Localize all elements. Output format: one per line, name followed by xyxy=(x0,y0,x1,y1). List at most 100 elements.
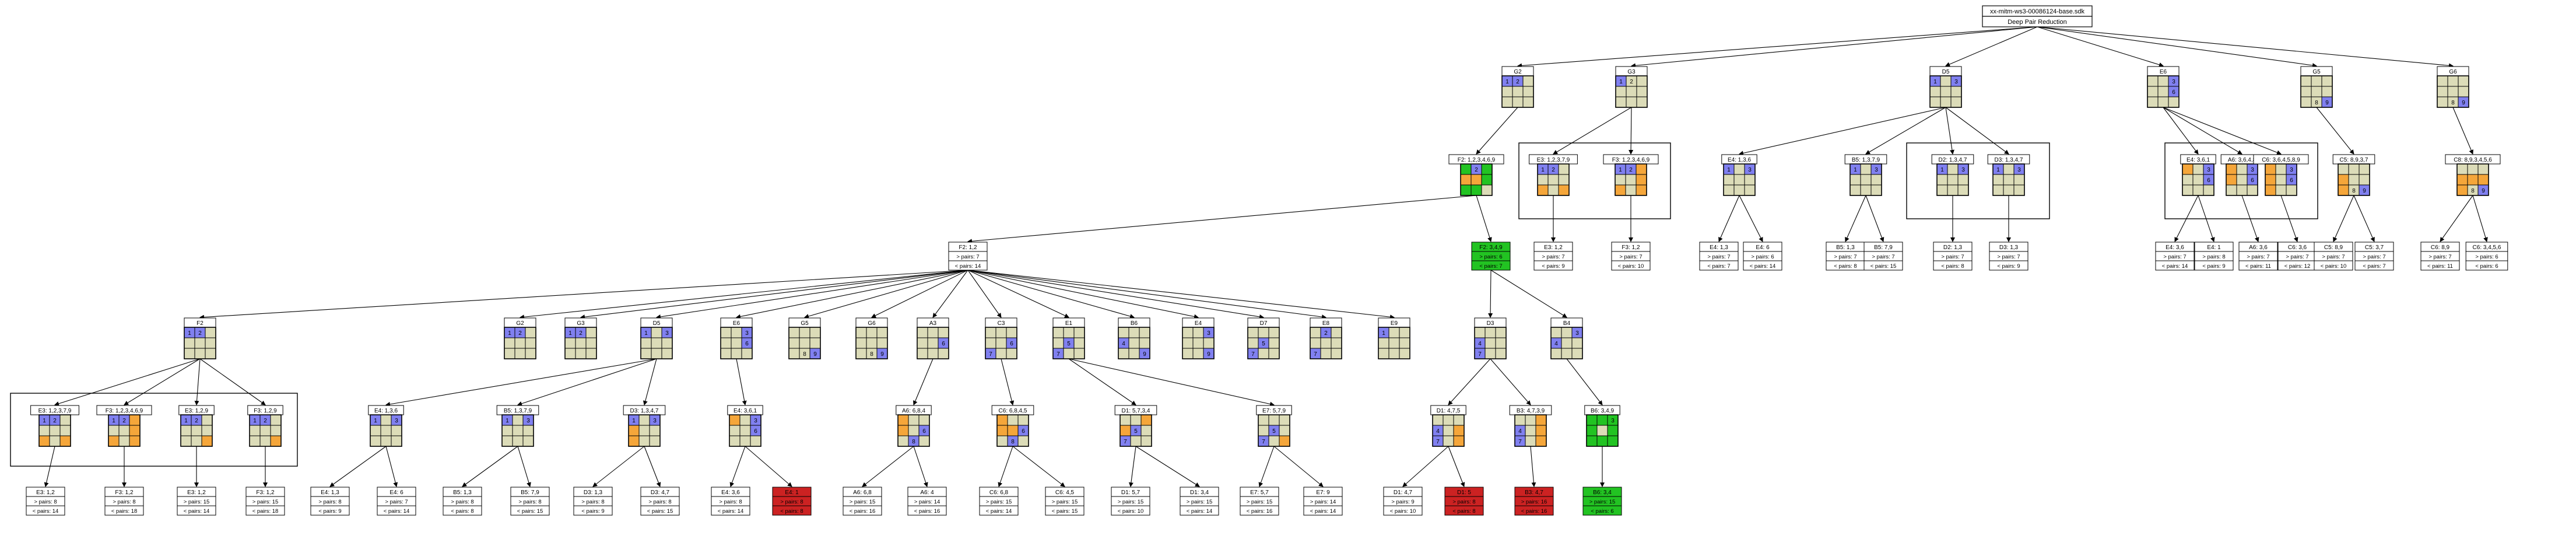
tree-node[interactable]: E4: 1> pairs: 8< pairs: 9 xyxy=(2194,242,2234,271)
tree-node[interactable]: E4: 1,3> pairs: 7< pairs: 7 xyxy=(1699,242,1739,271)
tree-node[interactable]: E3: 1,2> pairs: 7< pairs: 9 xyxy=(1533,242,1573,271)
stat-row: < pairs: 14 xyxy=(955,263,981,270)
tree-edge xyxy=(1476,195,1492,242)
tree-node[interactable]: B5: 1,3> pairs: 7< pairs: 8 xyxy=(1826,242,1865,271)
tree-node[interactable]: E4: 1> pairs: 8< pairs: 8 xyxy=(772,487,812,516)
tree-node[interactable]: F3: 1,2> pairs: 7< pairs: 10 xyxy=(1611,242,1651,271)
tree-node[interactable]: A6: 4> pairs: 14< pairs: 16 xyxy=(907,487,947,516)
tree-node[interactable]: C6: 3,6,4,5,8,936 xyxy=(2253,154,2309,196)
tree-node[interactable]: B6: 3,4> pairs: 15< pairs: 6 xyxy=(1582,487,1622,516)
tree-node[interactable]: B5: 7,9> pairs: 7< pairs: 15 xyxy=(1863,242,1903,271)
tree-node[interactable]: F3: 1,2> pairs: 15< pairs: 18 xyxy=(245,487,285,516)
tree-node[interactable]: B3: 4,7,3,947 xyxy=(1509,405,1552,447)
tree-node[interactable]: D1: 3,4> pairs: 15< pairs: 14 xyxy=(1180,487,1219,516)
tree-node[interactable]: D1: 4,7,547 xyxy=(1430,405,1466,447)
grid-cell xyxy=(1432,414,1444,426)
tree-node[interactable]: C6: 3,4,5,6> pairs: 6< pairs: 6 xyxy=(2465,242,2508,271)
tree-node[interactable]: E4: 6> pairs: 6< pairs: 14 xyxy=(1743,242,1782,271)
tree-node[interactable]: C6: 8,9> pairs: 7< pairs: 11 xyxy=(2420,242,2460,271)
tree-node[interactable]: E4: 1,3> pairs: 8< pairs: 9 xyxy=(310,487,350,516)
tree-node[interactable]: E91 xyxy=(1378,317,1410,359)
root-node[interactable]: xx-mitm-ws3-00086124-base.sdk Deep Pair … xyxy=(1982,5,2093,27)
tree-node[interactable]: D1: 5> pairs: 8< pairs: 8 xyxy=(1444,487,1484,516)
tree-node[interactable]: E4: 3,6> pairs: 8< pairs: 14 xyxy=(711,487,750,516)
tree-node[interactable]: D3: 1,3> pairs: 8< pairs: 9 xyxy=(573,487,613,516)
tree-node[interactable]: A36 xyxy=(917,317,949,359)
tree-node[interactable]: D3: 4,7> pairs: 8< pairs: 15 xyxy=(640,487,680,516)
grid-cell xyxy=(585,348,597,359)
tree-node[interactable]: E3: 1,2> pairs: 8< pairs: 14 xyxy=(26,487,65,516)
stat-row-box xyxy=(1533,260,1573,271)
tree-node[interactable]: C6: 6,8,4,568 xyxy=(991,405,1034,447)
tree-node[interactable]: B5: 1,3> pairs: 8< pairs: 8 xyxy=(443,487,482,516)
tree-node[interactable]: B5: 7,9> pairs: 8< pairs: 15 xyxy=(510,487,550,516)
tree-node[interactable]: C6: 6,8> pairs: 15< pairs: 14 xyxy=(979,487,1019,516)
tree-node[interactable]: E7: 5,7,957 xyxy=(1256,405,1292,447)
tree-node[interactable]: D1: 5,7> pairs: 15< pairs: 10 xyxy=(1111,487,1150,516)
tree-node[interactable]: F2: 1,2,3,4,6,92 xyxy=(1448,154,1504,196)
tree-node[interactable]: D2: 1,3> pairs: 7< pairs: 8 xyxy=(1933,242,1973,271)
tree-node[interactable]: E4: 3,6,136 xyxy=(2180,154,2216,196)
tree-node[interactable]: E4: 3,6,136 xyxy=(727,405,763,447)
tree-node[interactable]: D1: 4,7> pairs: 9< pairs: 10 xyxy=(1383,487,1423,516)
tree-node[interactable]: C5: 3,7> pairs: 7< pairs: 7 xyxy=(2354,242,2394,271)
tree-node[interactable]: E3: 1,2> pairs: 15< pairs: 14 xyxy=(177,487,216,516)
stat-row-box xyxy=(1444,505,1484,516)
tree-node[interactable]: C6: 4,5> pairs: 15< pairs: 15 xyxy=(1045,487,1085,516)
tree-node[interactable]: D1: 5,7,3,457 xyxy=(1114,405,1157,447)
grid-cell xyxy=(1537,184,1549,196)
tree-node[interactable]: A6: 6,8> pairs: 15< pairs: 16 xyxy=(843,487,882,516)
tree-node[interactable]: F2: 3,4,9> pairs: 6< pairs: 7 xyxy=(1471,242,1511,271)
tree-node[interactable]: D3: 1,3> pairs: 7< pairs: 9 xyxy=(1989,242,2028,271)
tree-node[interactable]: E4: 6> pairs: 7< pairs: 14 xyxy=(377,487,416,516)
tree-node[interactable]: E7: 9> pairs: 14< pairs: 14 xyxy=(1303,487,1343,516)
tree-node[interactable]: E7: 5,7> pairs: 15< pairs: 16 xyxy=(1240,487,1279,516)
tree-node[interactable]: F2: 1,2> pairs: 7< pairs: 14 xyxy=(948,242,988,271)
tree-node[interactable]: E4: 3,6> pairs: 7< pairs: 14 xyxy=(2155,242,2195,271)
tree-node[interactable]: B6: 3,4,93 xyxy=(1584,405,1620,447)
tree-node[interactable]: A6: 6,8,468 xyxy=(896,405,932,447)
tree-node[interactable]: C5: 8,9> pairs: 7< pairs: 10 xyxy=(2314,242,2353,271)
tree-node[interactable]: A6: 3,6,4,836 xyxy=(2220,154,2263,196)
tree-node[interactable]: B3: 4,7> pairs: 16< pairs: 16 xyxy=(1514,487,1554,516)
tree-node[interactable]: A6: 3,6> pairs: 7< pairs: 11 xyxy=(2238,242,2278,271)
tree-node[interactable]: C6: 3,6> pairs: 7< pairs: 12 xyxy=(2277,242,2317,271)
tree-node[interactable]: F3: 1,2> pairs: 8< pairs: 18 xyxy=(104,487,144,516)
